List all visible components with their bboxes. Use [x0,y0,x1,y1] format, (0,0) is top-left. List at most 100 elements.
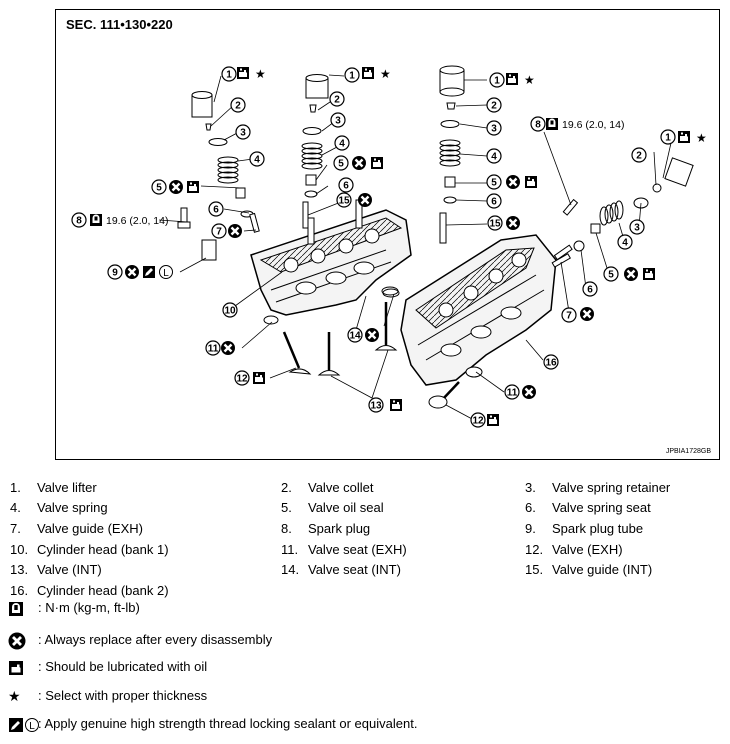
callout-1: 1 [489,72,505,88]
callout-2: 2 [230,97,246,113]
legend-item-number: 16. [10,583,29,598]
callout-12: 12 [470,412,486,428]
callout-4: 4 [617,234,633,250]
svg-text:5: 5 [608,270,614,281]
legend-item-name: Valve guide (EXH) [37,521,143,536]
callout-3: 3 [235,124,251,140]
cylinder-head-bank-2 [400,234,573,386]
svg-text:11: 11 [208,344,219,355]
svg-text:1: 1 [226,70,232,81]
torque-value-right: 19.6 (2.0, 14) [562,119,624,131]
svg-text:1: 1 [349,71,355,82]
legend-item-name: Valve spring seat [552,500,651,515]
svg-text:★: ★ [255,67,266,81]
callout-9: 9 [107,264,123,280]
svg-text:10: 10 [224,306,236,317]
svg-text:3: 3 [634,223,640,234]
leader-lines [158,74,672,421]
svg-text:6: 6 [213,205,219,216]
callout-3: 3 [330,112,346,128]
svg-text:4: 4 [491,152,497,163]
legend-item-number: 14. [281,562,300,577]
legend-item-name: Valve (INT) [37,562,102,577]
callout-5: 5 [333,155,349,171]
legend-item-name: Cylinder head (bank 1) [37,542,169,557]
legend-oil: : Should be lubricated with oil [8,659,207,676]
callout-4: 4 [334,135,350,151]
callout-2: 2 [486,97,502,113]
legend-replace-text: : Always replace after every disassembly [38,632,273,647]
callout-2: 2 [329,91,345,107]
diagram-drawing: 1111222233334444555566667788910111112121… [71,65,707,428]
legend-item-number: 9. [525,521,536,536]
callout-2: 2 [631,147,647,163]
cylinder-head-bank-1 [250,199,412,316]
svg-text:16: 16 [545,358,557,369]
svg-text:6: 6 [343,181,349,192]
torque-value-left: 19.6 (2.0, 14) [106,215,168,227]
figure-code: JPBIA1728GB [665,448,711,455]
callout-13: 13 [368,397,384,413]
legend-item-name: Valve lifter [37,480,97,495]
legend-star-text: : Select with proper thickness [38,688,208,703]
torque-wrench-icon [9,601,23,616]
legend-item-number: 1. [10,480,21,495]
legend-torque: : N·m (kg-m, ft-lb) [8,600,140,617]
svg-text:8: 8 [76,216,82,227]
legend-torque-text: : N·m (kg-m, ft-lb) [38,600,140,615]
callout-7: 7 [561,307,577,323]
callout-14: 14 [347,327,363,343]
callout-11: 11 [504,384,520,400]
legend-replace: : Always replace after every disassembly [8,632,272,650]
svg-text:15: 15 [338,196,350,207]
svg-text:★: ★ [696,131,707,145]
callout-11: 11 [205,340,221,356]
svg-text:8: 8 [535,120,541,131]
svg-text:9: 9 [112,268,118,279]
legend-item-name: Valve spring [37,500,108,515]
callout-6: 6 [582,281,598,297]
svg-text:3: 3 [240,128,246,139]
legend-item-number: 2. [281,480,292,495]
callout-15: 15 [487,215,503,231]
legend-item-number: 7. [10,521,21,536]
svg-text:3: 3 [491,124,497,135]
valve-stack-right-middle [382,65,483,409]
svg-text:14: 14 [349,331,361,342]
svg-text:4: 4 [339,139,345,150]
legend-item-name: Valve oil seal [308,500,384,515]
svg-text:11: 11 [507,388,518,399]
legend-item-name: Valve collet [308,480,374,495]
svg-text:6: 6 [587,285,593,296]
callout-3: 3 [629,219,645,235]
valve-stack-left [177,91,260,261]
legend-item-number: 8. [281,521,292,536]
replace-x-icon [8,632,26,650]
legend-item-name: Spark plug tube [552,521,644,536]
callout-12: 12 [234,370,250,386]
legend-item-number: 10. [10,542,29,557]
svg-text:2: 2 [491,101,497,112]
legend-item-number: 3. [525,480,536,495]
callout-5: 5 [486,174,502,190]
svg-text:★: ★ [524,73,535,87]
legend-item-number: 11. [281,542,299,557]
legend-item-name: Spark plug [308,521,371,536]
legend-sealant-text: : Apply genuine high strength thread loc… [38,716,418,731]
legend-item-name: Valve spring retainer [552,480,671,495]
callout-1: 1 [344,67,360,83]
diagram-symbols: ★ ★ ★ ★ L [90,67,707,426]
callout-4: 4 [249,151,265,167]
svg-text:5: 5 [338,159,344,170]
svg-text:2: 2 [235,101,241,112]
legend-item-name: Valve (EXH) [552,542,623,557]
svg-text:12: 12 [472,416,484,427]
valve-stack-right [551,157,694,268]
svg-text:4: 4 [622,238,628,249]
callout-1: 1 [660,129,676,145]
callout-3: 3 [486,120,502,136]
svg-text:2: 2 [636,151,642,162]
svg-text:12: 12 [236,374,248,385]
callout-6: 6 [208,201,224,217]
callout-4: 4 [486,148,502,164]
